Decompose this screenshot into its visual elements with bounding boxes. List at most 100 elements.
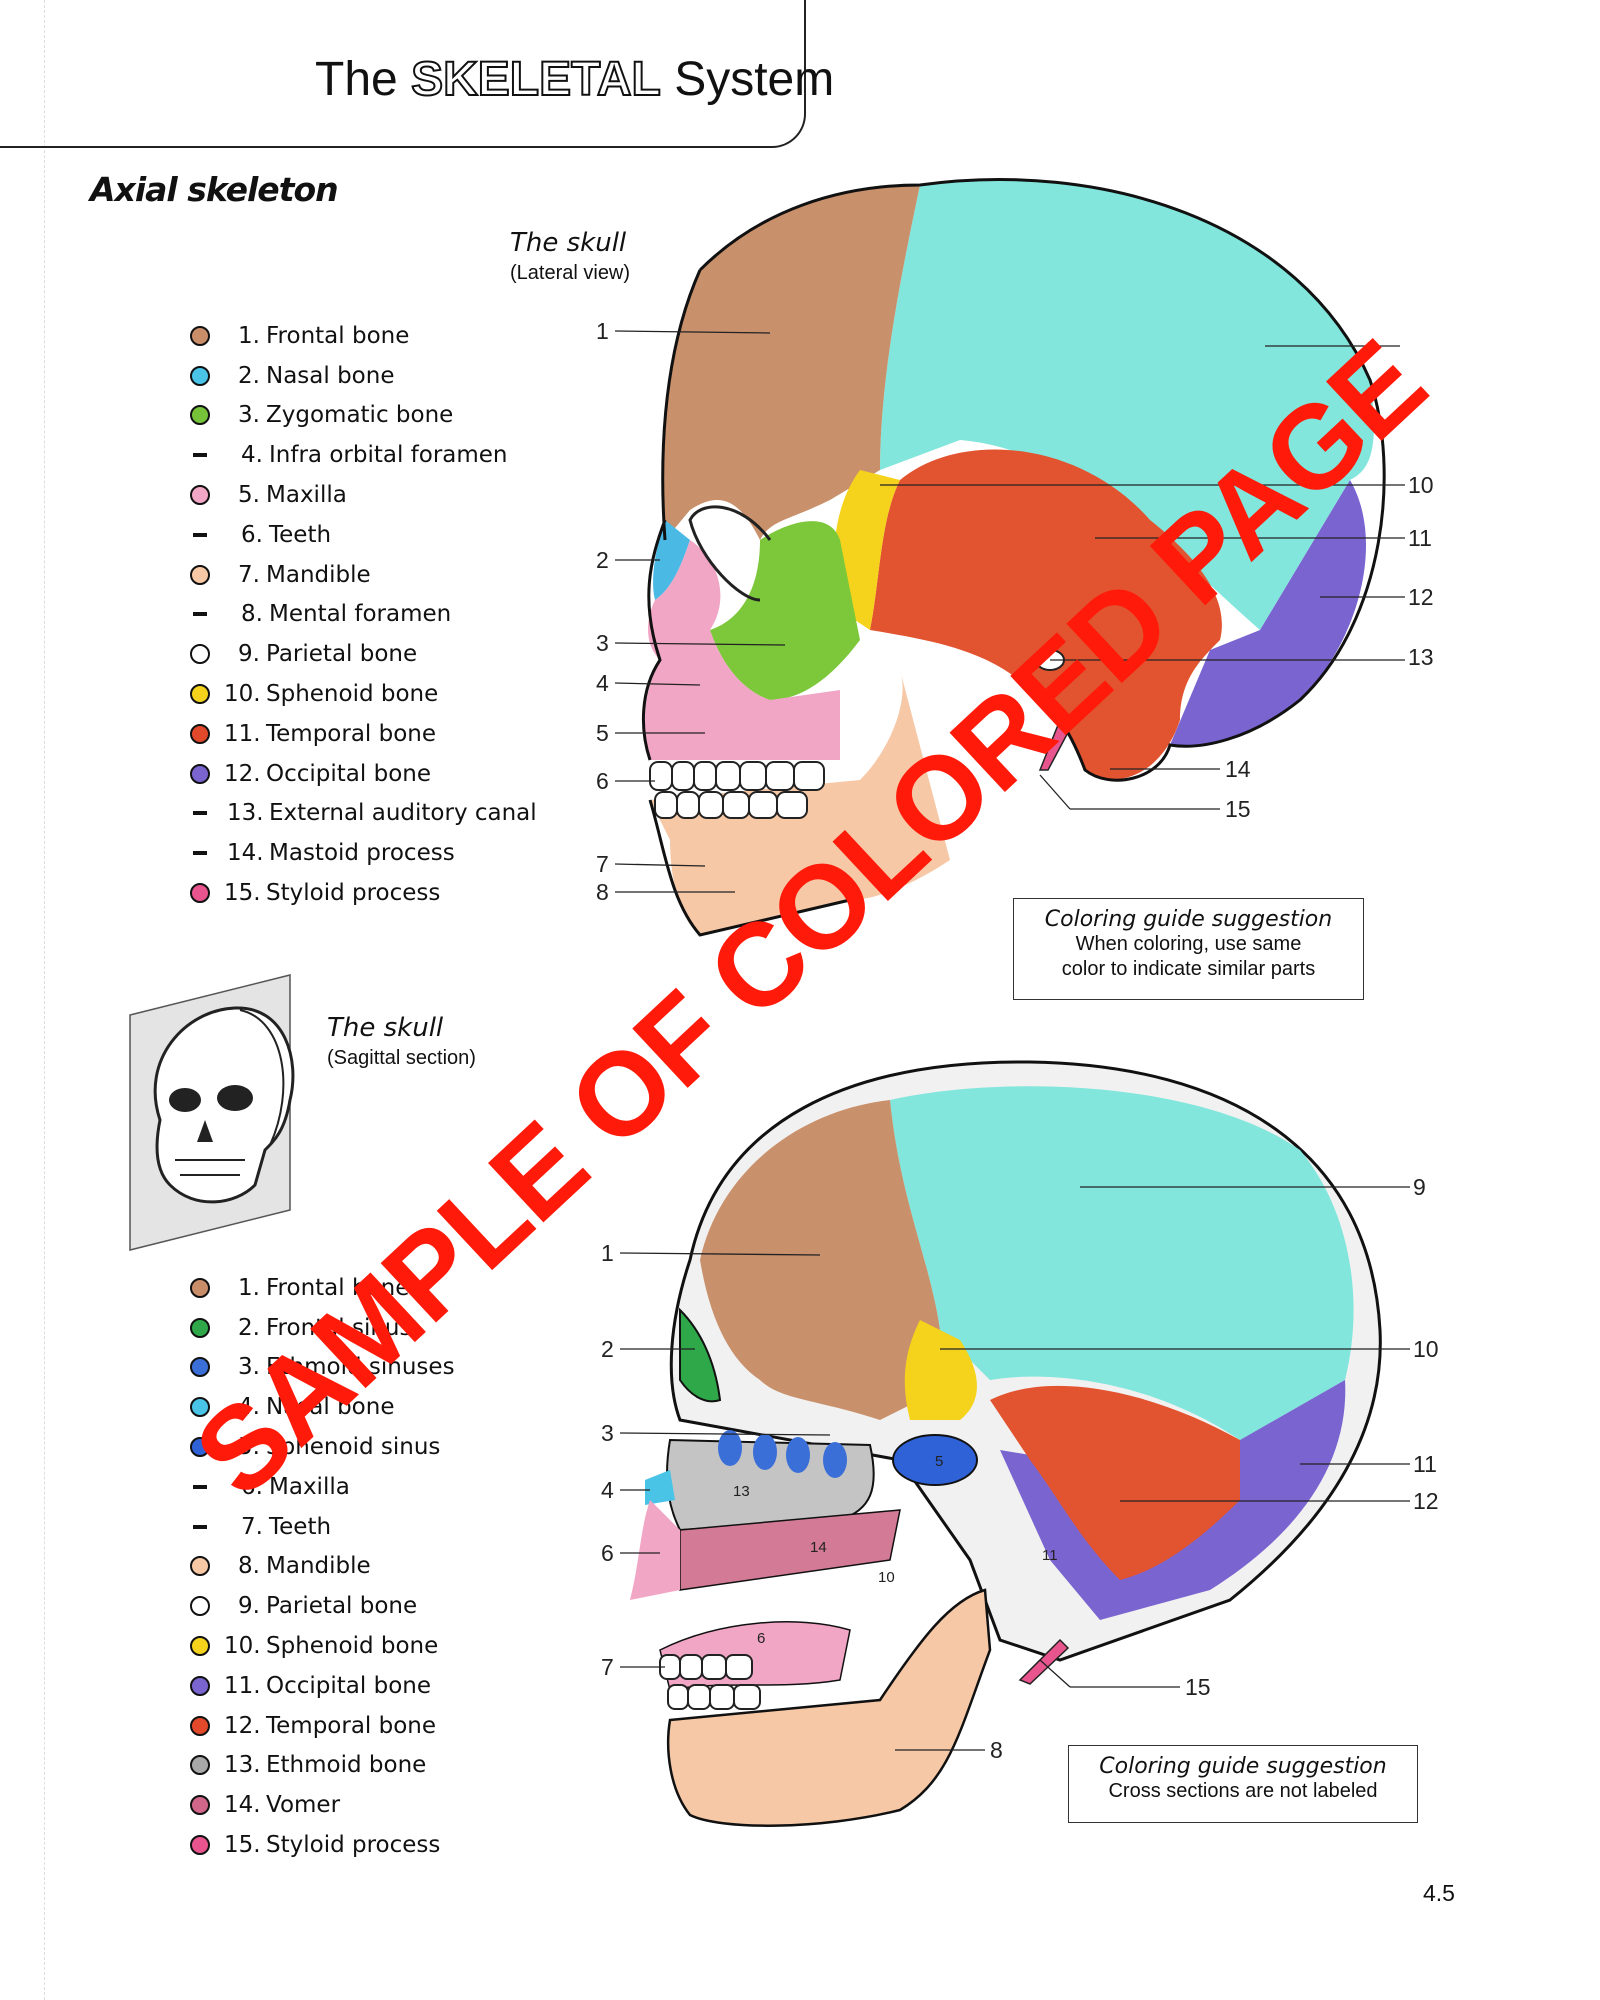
- legend-item: 5.Sphenoid sinus: [190, 1427, 455, 1467]
- nasal-region: [653, 520, 690, 600]
- legend-number: 8.: [238, 1553, 260, 1580]
- lateral-leader-lines: [614, 330, 1405, 893]
- legend-number: 8.: [241, 601, 263, 628]
- legend-label: Zygomatic bone: [266, 402, 454, 429]
- legend-number: 9.: [238, 641, 260, 668]
- dash-marker-icon: [193, 1524, 207, 1529]
- title-prefix: The: [315, 53, 398, 106]
- frontal-region: [662, 185, 920, 540]
- teeth: [649, 761, 825, 819]
- legend-label: Mandible: [266, 561, 371, 588]
- guide-line: When coloring, use same: [1075, 933, 1302, 955]
- callout-12: 12: [1408, 584, 1434, 610]
- callout-9: 9: [1413, 1174, 1426, 1200]
- callout-13: 13: [1408, 644, 1434, 670]
- page-title: The SKELETAL System: [315, 52, 834, 107]
- legend-number: 15.: [224, 1832, 261, 1859]
- legend-item: 7.Mandible: [190, 555, 537, 595]
- color-swatch-icon: [190, 325, 210, 346]
- callout-5: 5: [596, 720, 609, 746]
- legend-number: 4.: [238, 1394, 260, 1421]
- legend-item: 11.Occipital bone: [190, 1666, 455, 1706]
- legend-item: 6.Teeth: [190, 515, 537, 555]
- legend-label: Mental foramen: [269, 601, 452, 628]
- guide-line: Cross sections are not labeled: [1108, 1780, 1378, 1802]
- temporal-region: [990, 1385, 1240, 1580]
- legend-label: Nasal bone: [266, 1394, 395, 1421]
- legend-item: 10.Sphenoid bone: [190, 674, 537, 714]
- nasal-bone: [645, 1470, 675, 1505]
- legend-number: 4.: [241, 442, 263, 469]
- legend-item: 12.Temporal bone: [190, 1706, 455, 1746]
- color-swatch-icon: [190, 1437, 210, 1458]
- legend-item: 4.Infra orbital foramen: [190, 435, 537, 475]
- frontal-region: [700, 1100, 940, 1420]
- legend-number: 12.: [224, 760, 261, 787]
- legend-number: 9.: [238, 1593, 260, 1620]
- legend-item: 3.Ethmoid sinuses: [190, 1348, 455, 1388]
- color-swatch-icon: [190, 1636, 210, 1657]
- legend-item: 9.Parietal bone: [190, 634, 537, 674]
- legend-number: 12.: [224, 1712, 261, 1739]
- color-swatch-icon: [190, 1715, 210, 1736]
- maxilla-region: [644, 540, 840, 760]
- callout-6: 6: [601, 1540, 614, 1566]
- legend-label: Teeth: [269, 521, 332, 548]
- page-number: 4.5: [1423, 1880, 1455, 1906]
- sphenoid-region: [834, 470, 900, 630]
- dash-marker-icon: [193, 851, 207, 856]
- callout-12: 12: [1413, 1488, 1439, 1514]
- legend-item: 7.Teeth: [190, 1507, 455, 1547]
- legend-label: Sphenoid sinus: [266, 1434, 441, 1461]
- color-swatch-icon: [190, 1397, 210, 1418]
- legend-number: 11.: [224, 1672, 261, 1699]
- lateral-callouts-left: 1 2 3 4 5 6 7 8: [596, 318, 609, 905]
- color-swatch-icon: [190, 564, 210, 585]
- color-swatch-icon: [190, 1835, 210, 1856]
- sagittal-skull: [630, 1060, 1382, 1827]
- legend-label: Sphenoid bone: [266, 681, 439, 708]
- section-title: Axial skeleton: [90, 170, 339, 209]
- legend-label: Frontal bone: [266, 1274, 410, 1301]
- color-swatch-icon: [190, 763, 210, 784]
- legend-label: Ethmoid sinuses: [266, 1354, 455, 1381]
- guide-line: color to indicate similar parts: [1061, 958, 1316, 980]
- legend-label: Vomer: [266, 1792, 341, 1819]
- callout-10: 10: [1413, 1336, 1439, 1362]
- parietal-region: [890, 1086, 1354, 1440]
- legend-number: 13.: [227, 800, 264, 827]
- legend-number: 10.: [224, 1633, 261, 1660]
- callout-7: 7: [596, 851, 609, 877]
- mandible-region: [666, 1588, 992, 1827]
- callout-15: 15: [1185, 1674, 1211, 1700]
- skull-outline: [642, 178, 1386, 937]
- coloring-guide-box-2: Coloring guide suggestion Cross sections…: [1068, 1745, 1418, 1823]
- legend-label: Styloid process: [266, 880, 441, 907]
- legend-item: 13.External auditory canal: [190, 794, 537, 834]
- ethmoid-sinuses: [718, 1430, 847, 1478]
- legend-item: 1.Frontal bone: [190, 316, 537, 356]
- legend-label: Temporal bone: [266, 720, 437, 747]
- title-emphasis: SKELETAL: [410, 52, 662, 107]
- inner-label-5: 5: [935, 1453, 943, 1470]
- legend-label: Frontal sinus: [266, 1314, 412, 1341]
- dash-marker-icon: [193, 532, 207, 537]
- inner-label-11: 11: [1042, 1547, 1058, 1564]
- callout-4: 4: [596, 670, 609, 696]
- sagittal-subcaption: (Sagittal section): [327, 1047, 476, 1069]
- legend-number: 13.: [224, 1752, 261, 1779]
- legend-number: 14.: [227, 840, 264, 867]
- skull-thumbnail-illustration: [129, 974, 295, 1251]
- legend-item: 13.Ethmoid bone: [190, 1746, 455, 1786]
- legend-item: 1.Frontal bone: [190, 1268, 455, 1308]
- color-swatch-icon: [190, 1755, 210, 1776]
- legend-number: 5.: [238, 1434, 260, 1461]
- callout-14: 14: [1225, 756, 1251, 782]
- parietal-region: [880, 179, 1374, 630]
- legend-item: 3.Zygomatic bone: [190, 396, 537, 436]
- lateral-callouts-right: 10 11 12 13 14 15: [1225, 472, 1434, 822]
- legend-number: 14.: [224, 1792, 261, 1819]
- legend-number: 6.: [241, 1473, 263, 1500]
